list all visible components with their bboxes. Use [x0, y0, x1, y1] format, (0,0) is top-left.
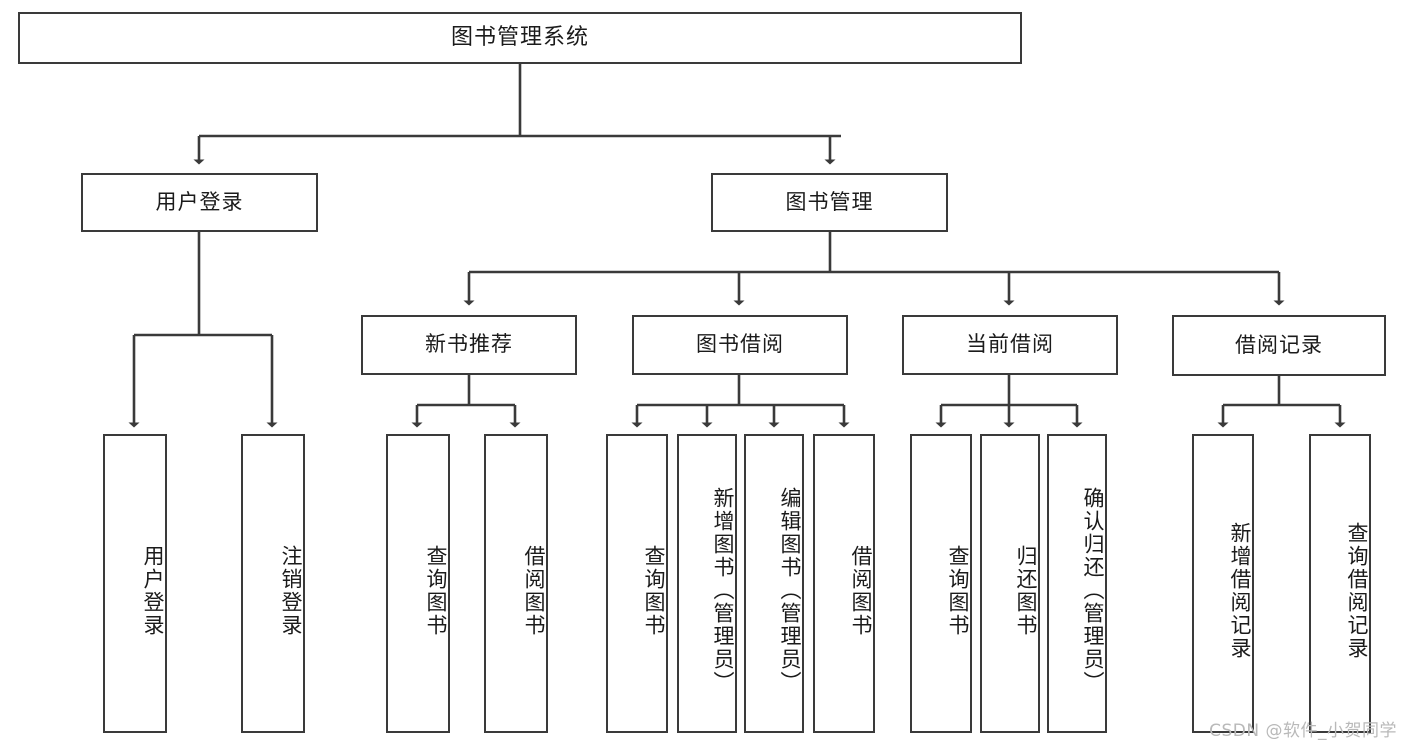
- leaf-borrow-book-2[interactable]: 借阅图书: [813, 434, 875, 733]
- leaf-return-book[interactable]: 归还图书: [980, 434, 1040, 733]
- node-user-login[interactable]: 用户登录: [81, 173, 318, 232]
- leaf-query-record[interactable]: 查询借阅记录: [1309, 434, 1371, 733]
- node-label: 新书推荐: [425, 332, 513, 357]
- leaf-user-login[interactable]: 用户登录: [103, 434, 167, 733]
- node-label: 注销登录: [279, 544, 303, 637]
- leaf-query-book-2[interactable]: 查询图书: [606, 434, 668, 733]
- node-label: 图书借阅: [696, 332, 784, 357]
- node-book-borrow[interactable]: 图书借阅: [632, 315, 848, 375]
- node-label: 图书管理系统: [450, 24, 589, 50]
- node-label: 借阅图书: [522, 544, 546, 637]
- node-label: 借阅图书: [849, 544, 873, 637]
- node-label: 当前借阅: [966, 332, 1054, 357]
- leaf-add-book[interactable]: 新增图书（管理员）: [677, 434, 737, 733]
- node-label: 用户登录: [141, 544, 165, 637]
- node-book-management[interactable]: 图书管理: [711, 173, 948, 232]
- leaf-borrow-book-1[interactable]: 借阅图书: [484, 434, 548, 733]
- node-label: 编辑图书（管理员）: [778, 487, 802, 694]
- node-label: 查询图书: [946, 544, 970, 637]
- node-label: 确认归还（管理员）: [1081, 487, 1105, 694]
- node-current-borrow[interactable]: 当前借阅: [902, 315, 1118, 375]
- leaf-edit-book[interactable]: 编辑图书（管理员）: [744, 434, 804, 733]
- node-label: 查询借阅记录: [1345, 521, 1369, 660]
- node-new-book-recommend[interactable]: 新书推荐: [361, 315, 577, 375]
- watermark-text: CSDN @软件_小贺同学: [1209, 721, 1397, 741]
- node-label: 借阅记录: [1235, 332, 1323, 357]
- leaf-query-book-3[interactable]: 查询图书: [910, 434, 972, 733]
- node-label: 查询图书: [642, 544, 666, 637]
- node-label: 新增借阅记录: [1228, 521, 1252, 660]
- node-label: 新增图书（管理员）: [711, 487, 735, 694]
- node-label: 用户登录: [155, 189, 244, 214]
- leaf-confirm-return[interactable]: 确认归还（管理员）: [1047, 434, 1107, 733]
- node-root-system[interactable]: 图书管理系统: [18, 12, 1022, 64]
- node-label: 图书管理: [785, 189, 874, 214]
- node-label: 归还图书: [1014, 544, 1038, 637]
- leaf-add-record[interactable]: 新增借阅记录: [1192, 434, 1254, 733]
- node-borrow-record[interactable]: 借阅记录: [1172, 315, 1386, 376]
- leaf-logout[interactable]: 注销登录: [241, 434, 305, 733]
- node-label: 查询图书: [424, 544, 448, 637]
- leaf-query-book-1[interactable]: 查询图书: [386, 434, 450, 733]
